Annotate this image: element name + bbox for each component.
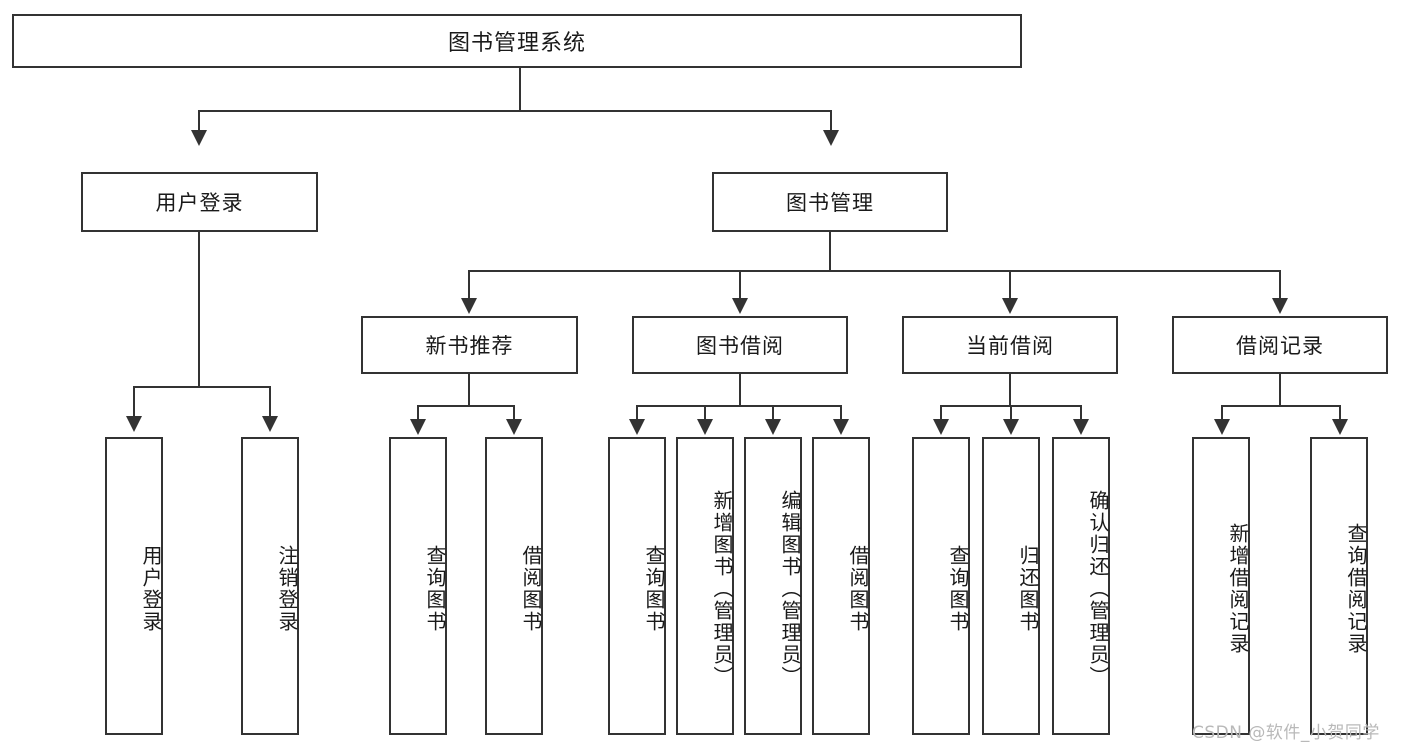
node-label: 借阅记录 — [1236, 334, 1324, 358]
arrowhead-book-borrow — [732, 298, 748, 314]
node-label: 图书管理 — [786, 191, 874, 215]
node-book-borrow[interactable]: 图书借阅 — [632, 316, 848, 374]
arrowhead-cb-return-book — [1003, 419, 1019, 435]
arrowhead-borrow-record — [1272, 298, 1288, 314]
connector-bb-drop-3 — [772, 405, 774, 421]
node-label: 查询借阅记录 — [1344, 523, 1368, 655]
node-label: 图书管理系统 — [447, 31, 586, 56]
connector-bb-stem — [739, 374, 741, 405]
node-label: 归还图书 — [1016, 545, 1040, 633]
arrowhead-leaf-logout — [262, 416, 278, 432]
connector-root-drop-left — [198, 110, 200, 132]
connector-nbr-stem — [468, 374, 470, 405]
node-label: 新增借阅记录 — [1226, 523, 1250, 655]
connector-bm-drop-4 — [1279, 270, 1281, 300]
node-new-book-recommend[interactable]: 新书推荐 — [361, 316, 578, 374]
node-label: 确认归还（管理员） — [1086, 490, 1110, 688]
node-label: 图书借阅 — [696, 334, 784, 358]
arrowhead-cb-confirm-return — [1073, 419, 1089, 435]
connector-cb-drop-1 — [940, 405, 942, 421]
connector-book-management-bus — [468, 270, 1280, 272]
node-label: 借阅图书 — [846, 545, 870, 633]
connector-user-login-drop-2 — [269, 386, 271, 418]
leaf-nbr-borrow-book[interactable]: 借阅图书 — [485, 437, 543, 735]
connector-nbr-drop-2 — [513, 405, 515, 421]
leaf-bb-edit-book[interactable]: 编辑图书（管理员） — [744, 437, 802, 735]
node-root-book-management-system[interactable]: 图书管理系统 — [12, 14, 1022, 68]
connector-bb-drop-4 — [840, 405, 842, 421]
arrowhead-book-management — [823, 130, 839, 146]
node-label: 查询图书 — [423, 545, 447, 633]
connector-bb-bus — [636, 405, 842, 407]
leaf-bb-add-book[interactable]: 新增图书（管理员） — [676, 437, 734, 735]
arrowhead-nbr-borrow-book — [506, 419, 522, 435]
node-borrow-record[interactable]: 借阅记录 — [1172, 316, 1388, 374]
node-user-login[interactable]: 用户登录 — [81, 172, 318, 232]
connector-user-login-stem — [198, 232, 200, 386]
connector-bm-drop-1 — [468, 270, 470, 300]
node-label: 编辑图书（管理员） — [778, 490, 802, 688]
connector-nbr-bus — [417, 405, 515, 407]
connector-root-stem — [519, 68, 521, 110]
arrowhead-current-borrow — [1002, 298, 1018, 314]
arrowhead-bb-borrow-book — [833, 419, 849, 435]
node-label: 注销登录 — [275, 545, 299, 633]
arrowhead-leaf-user-login — [126, 416, 142, 432]
arrowhead-cb-query-book — [933, 419, 949, 435]
node-label: 查询图书 — [946, 545, 970, 633]
arrowhead-nbr-query-book — [410, 419, 426, 435]
connector-cb-drop-3 — [1080, 405, 1082, 421]
connector-bm-drop-3 — [1009, 270, 1011, 300]
node-label: 新增图书（管理员） — [710, 490, 734, 688]
connector-br-drop-2 — [1339, 405, 1341, 421]
arrowhead-new-book-recommend — [461, 298, 477, 314]
connector-cb-drop-2 — [1010, 405, 1012, 421]
connector-root-drop-right — [830, 110, 832, 132]
connector-user-login-drop-1 — [133, 386, 135, 418]
connector-cb-stem — [1009, 374, 1011, 405]
arrowhead-bb-add-book — [697, 419, 713, 435]
node-label: 借阅图书 — [519, 545, 543, 633]
arrowhead-br-query-record — [1332, 419, 1348, 435]
arrowhead-br-add-record — [1214, 419, 1230, 435]
node-book-management[interactable]: 图书管理 — [712, 172, 948, 232]
connector-root-bus — [198, 110, 832, 112]
connector-bb-drop-1 — [636, 405, 638, 421]
arrowhead-bb-query-book — [629, 419, 645, 435]
connector-book-management-stem — [829, 232, 831, 270]
connector-bm-drop-2 — [739, 270, 741, 300]
leaf-br-query-record[interactable]: 查询借阅记录 — [1310, 437, 1368, 735]
leaf-nbr-query-book[interactable]: 查询图书 — [389, 437, 447, 735]
connector-br-drop-1 — [1221, 405, 1223, 421]
leaf-bb-query-book[interactable]: 查询图书 — [608, 437, 666, 735]
node-label: 用户登录 — [155, 191, 244, 215]
connector-nbr-drop-1 — [417, 405, 419, 421]
leaf-br-add-record[interactable]: 新增借阅记录 — [1192, 437, 1250, 735]
leaf-user-login[interactable]: 用户登录 — [105, 437, 163, 735]
node-current-borrow[interactable]: 当前借阅 — [902, 316, 1118, 374]
leaf-logout[interactable]: 注销登录 — [241, 437, 299, 735]
arrowhead-bb-edit-book — [765, 419, 781, 435]
leaf-cb-confirm-return[interactable]: 确认归还（管理员） — [1052, 437, 1110, 735]
connector-br-stem — [1279, 374, 1281, 405]
node-label: 用户登录 — [139, 545, 163, 633]
node-label: 当前借阅 — [966, 334, 1054, 358]
arrowhead-user-login — [191, 130, 207, 146]
connector-br-bus — [1221, 405, 1341, 407]
leaf-cb-return-book[interactable]: 归还图书 — [982, 437, 1040, 735]
watermark-text: CSDN @软件_小贺同学 — [1192, 723, 1380, 743]
leaf-bb-borrow-book[interactable]: 借阅图书 — [812, 437, 870, 735]
leaf-cb-query-book[interactable]: 查询图书 — [912, 437, 970, 735]
connector-bb-drop-2 — [704, 405, 706, 421]
node-label: 查询图书 — [642, 545, 666, 633]
connector-user-login-bus — [133, 386, 271, 388]
node-label: 新书推荐 — [425, 334, 514, 358]
